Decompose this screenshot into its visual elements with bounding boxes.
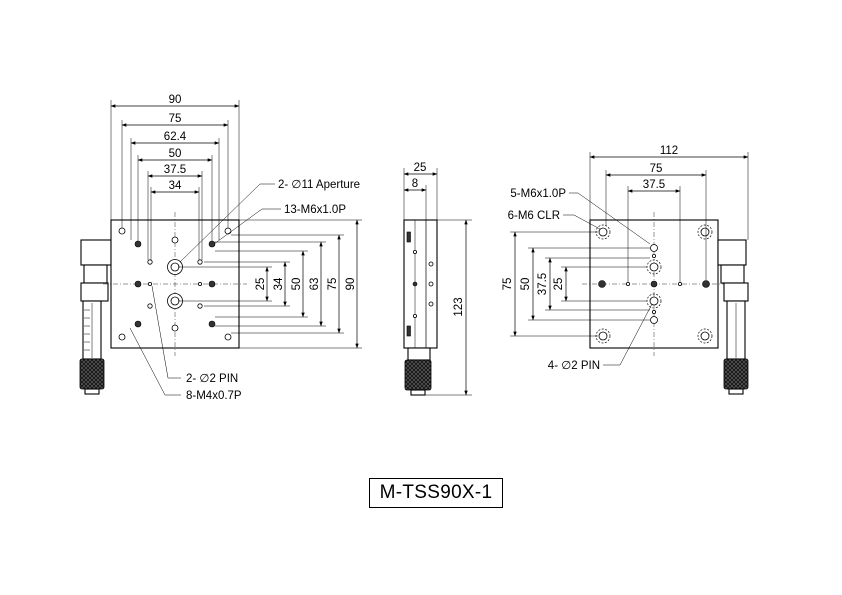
bottom-view: 112 75 37.5 75 50 37.5 25 5-M6x <box>502 145 749 395</box>
bottom-width-dimensions: 112 75 37.5 <box>589 145 749 282</box>
bottom-dim-h75: 75 <box>502 278 514 291</box>
micrometer-left <box>79 239 112 395</box>
clearance-callout: 6-M6 CLR <box>508 210 560 222</box>
thread-callout: 13-M6x1.0P <box>284 204 346 216</box>
side-dimensions: 25 8 123 <box>403 162 472 396</box>
micrometer-right <box>717 239 749 395</box>
side-dim-w25: 25 <box>414 162 427 174</box>
screw-callout: 8-M4x0.7P <box>186 390 242 402</box>
top-dim-h90: 90 <box>345 278 357 291</box>
side-dim-w8: 8 <box>412 178 418 190</box>
bottom-plate-holes <box>595 224 713 344</box>
bottom-height-dimensions: 75 50 37.5 25 <box>502 231 650 337</box>
bottom-pin-callout: 4- ∅2 PIN <box>548 360 600 372</box>
top-dim-w34: 34 <box>169 180 182 192</box>
bottom-dim-h25: 25 <box>553 278 565 291</box>
top-plate-holes <box>118 227 232 341</box>
side-dim-h123: 123 <box>453 297 465 316</box>
top-dim-w75: 75 <box>169 113 182 125</box>
bottom-thread-callout: 5-M6x1.0P <box>510 188 566 200</box>
top-dim-h63: 63 <box>309 278 321 291</box>
top-dim-h75: 75 <box>327 278 339 291</box>
model-number-label: M-TSS90X-1 <box>369 478 503 508</box>
side-view: 25 8 123 <box>403 162 472 396</box>
bottom-callouts: 5-M6x1.0P 6-M6 CLR 4- ∅2 PIN <box>508 188 653 372</box>
top-callouts: 2- ∅11 Aperture 13-M6x1.0P 2- ∅2 PIN 8-M… <box>129 179 360 402</box>
top-dim-h34: 34 <box>273 277 285 290</box>
bottom-dim-h37-5: 37.5 <box>537 273 549 295</box>
top-dim-h25: 25 <box>255 278 267 291</box>
top-width-dimensions: 90 75 62.4 50 37.5 34 <box>110 94 240 260</box>
pin-callout: 2- ∅2 PIN <box>186 373 238 385</box>
top-dim-w37-5: 37.5 <box>164 164 186 176</box>
top-view: 90 75 62.4 50 37.5 34 <box>79 94 362 402</box>
top-height-dimensions: 25 34 50 63 75 90 <box>178 219 362 349</box>
bottom-dim-h50: 50 <box>520 278 532 291</box>
aperture-callout: 2- ∅11 Aperture <box>278 179 360 191</box>
top-dim-w90: 90 <box>169 94 182 106</box>
top-dim-h50: 50 <box>291 278 303 291</box>
top-dim-w50: 50 <box>169 148 182 160</box>
bottom-dim-w75: 75 <box>650 163 663 175</box>
bottom-dim-w37-5: 37.5 <box>643 179 665 191</box>
top-dim-w62-4: 62.4 <box>164 131 187 143</box>
bottom-dim-w112: 112 <box>660 145 678 157</box>
